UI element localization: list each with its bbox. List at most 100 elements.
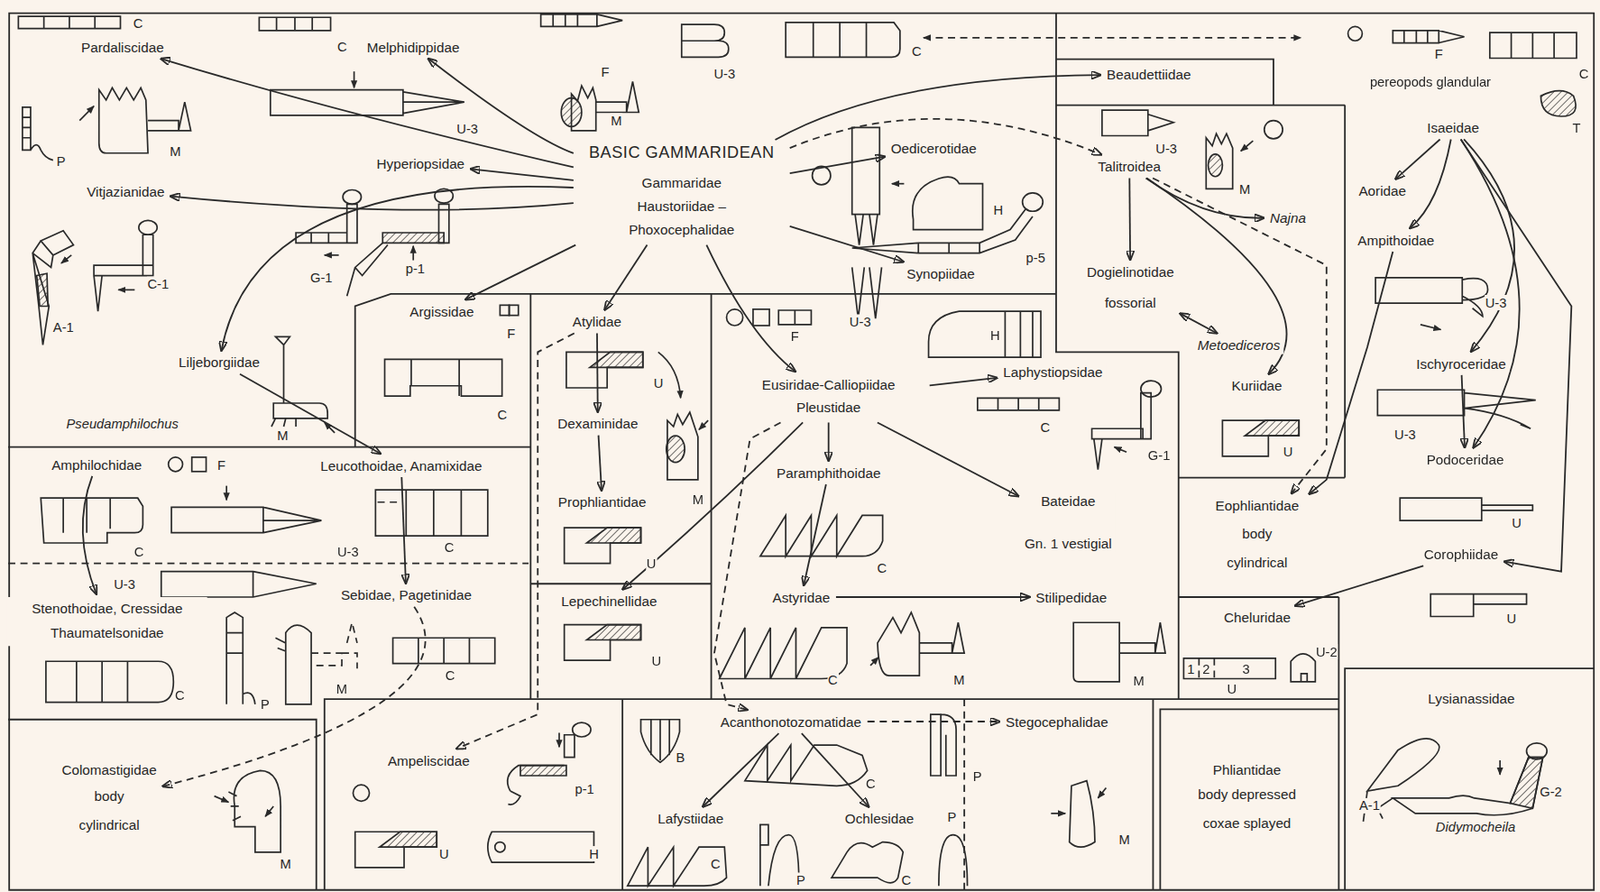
taxon-node: Isaeidae (1424, 119, 1483, 137)
taxon-node: Ochlesidae (841, 809, 917, 828)
taxon-name: Colomastigidae (61, 761, 157, 779)
derivation-arrow (401, 477, 406, 584)
part-label: 1 (1186, 661, 1196, 677)
part-label: M (335, 680, 350, 697)
taxon-node: Colomastigidaebody cylindrical (58, 761, 160, 840)
part-label: M (691, 491, 706, 507)
flagellum-sketch (541, 14, 624, 28)
part-label: C (709, 855, 722, 872)
pointer-arrow (353, 71, 356, 88)
derivation-arrow (598, 435, 602, 491)
taxon-node: Eophliantidaebody cylindrical (1208, 496, 1307, 578)
part-label: B (674, 749, 686, 765)
taxon-node: Beaudettiidae (1103, 65, 1195, 83)
pointer-arrow (1097, 788, 1106, 799)
part-label: U (650, 652, 663, 669)
taxon-name: Pardaliscidae (81, 37, 165, 56)
urosome-hatch (587, 527, 642, 543)
urosome-hatch (379, 831, 437, 847)
urosome-sketch (566, 351, 644, 388)
gnathopod-hand (342, 189, 361, 204)
taxon-node: Stenothoidae, Cressidae Thaumatelsonidae (7, 597, 208, 646)
part-label: U (645, 555, 658, 571)
derivation-arrow (470, 168, 574, 181)
coxa-sketch (40, 497, 143, 543)
taxon-note: Gammaridae Haustoriidae – Phoxocephalida… (615, 171, 748, 242)
part-label: C (336, 37, 349, 54)
uropod-sketch (270, 90, 465, 116)
part-label: U-3 (1393, 425, 1417, 442)
taxon-node: Leucothoidae, Anamixidae (317, 456, 486, 474)
eye-symbol (1264, 120, 1283, 139)
part-label: F (599, 64, 610, 80)
head-sketch (928, 311, 1041, 358)
flagellum-sketch (1392, 30, 1464, 44)
fossorial-symbol (499, 304, 509, 315)
head-sketch (912, 176, 984, 230)
square-symbol (753, 309, 770, 326)
taxon-node: Stegocephalidae (1002, 712, 1113, 730)
part-label: M (1131, 672, 1146, 689)
part-label: M (1117, 831, 1132, 847)
derivation-arrow (1128, 177, 1132, 260)
taxon-name: Sebidae, Pagetinidae (340, 586, 472, 604)
mandible-sketch (1073, 622, 1166, 682)
taxon-name: Beaudettiidae (1106, 65, 1191, 83)
taxon-name: Dexaminidae (557, 414, 638, 433)
pereopod-hand (572, 722, 591, 737)
uropod-sketch (1377, 389, 1536, 429)
taxon-node: Podoceridae (1423, 450, 1508, 469)
part-label: C (900, 872, 912, 888)
palp-outline (311, 622, 358, 669)
taxon-name: Najna (1269, 208, 1306, 226)
part-label: C (910, 43, 923, 59)
part-label: P (259, 696, 271, 712)
taxon-name: Argissidae (409, 303, 474, 321)
pointer-arrow (1050, 812, 1066, 815)
taxon-name: Amphilochidae (51, 455, 142, 473)
part-label: U (438, 845, 451, 862)
taxon-node: Oedicerotidae (887, 138, 980, 157)
taxon-node: Liljeborgiidae (175, 353, 264, 371)
urosome-sketch (564, 527, 642, 564)
taxon-node: Hyperiopsidae (373, 154, 468, 172)
part-label: U (652, 375, 665, 391)
eye-symbol (726, 309, 744, 326)
part-label: 2 (1201, 661, 1211, 677)
pointer-arrow (1113, 447, 1127, 453)
pereopod-hatch (382, 232, 444, 243)
coxa-sketch (627, 846, 727, 886)
pereopod-sketch (22, 107, 54, 161)
part-label: M (168, 143, 183, 159)
coxa-sketch (1489, 32, 1577, 58)
uropod-sketch (1102, 110, 1174, 136)
derivation-arrow (702, 733, 779, 807)
pereopod-hatch (520, 765, 567, 776)
coxa-sketch (785, 22, 901, 57)
taxon-node: Ampeliscidae (385, 751, 474, 769)
coxa-sketch (977, 397, 1060, 411)
part-label: C (496, 406, 508, 423)
coxa-sketch (93, 234, 154, 312)
part-label: U (1225, 680, 1238, 697)
part-label: M (609, 112, 624, 129)
part-label: U (1282, 443, 1295, 460)
uropod-sketch (1375, 277, 1488, 317)
taxon-node: Cheluridae (1221, 608, 1295, 626)
taxon-node: Prophliantidae (554, 493, 649, 511)
derivation-arrow (1309, 251, 1394, 495)
part-label: C (875, 560, 888, 576)
part-label: M (1238, 181, 1252, 197)
taxon-name: Lysianassidae (1427, 689, 1515, 707)
part-label: G-1 (1147, 447, 1172, 463)
mandible-sketch (271, 336, 328, 427)
urosome-sketch (355, 831, 438, 868)
pointer-arrow (1241, 140, 1254, 151)
eye-symbol (1348, 26, 1363, 41)
derivation-arrow (170, 196, 574, 211)
part-label: Didymocheila (1434, 818, 1518, 835)
taxon-node: Vitjazianidae (83, 183, 168, 201)
pereopod-sketch (347, 203, 450, 296)
pointer-arrow (891, 183, 905, 185)
